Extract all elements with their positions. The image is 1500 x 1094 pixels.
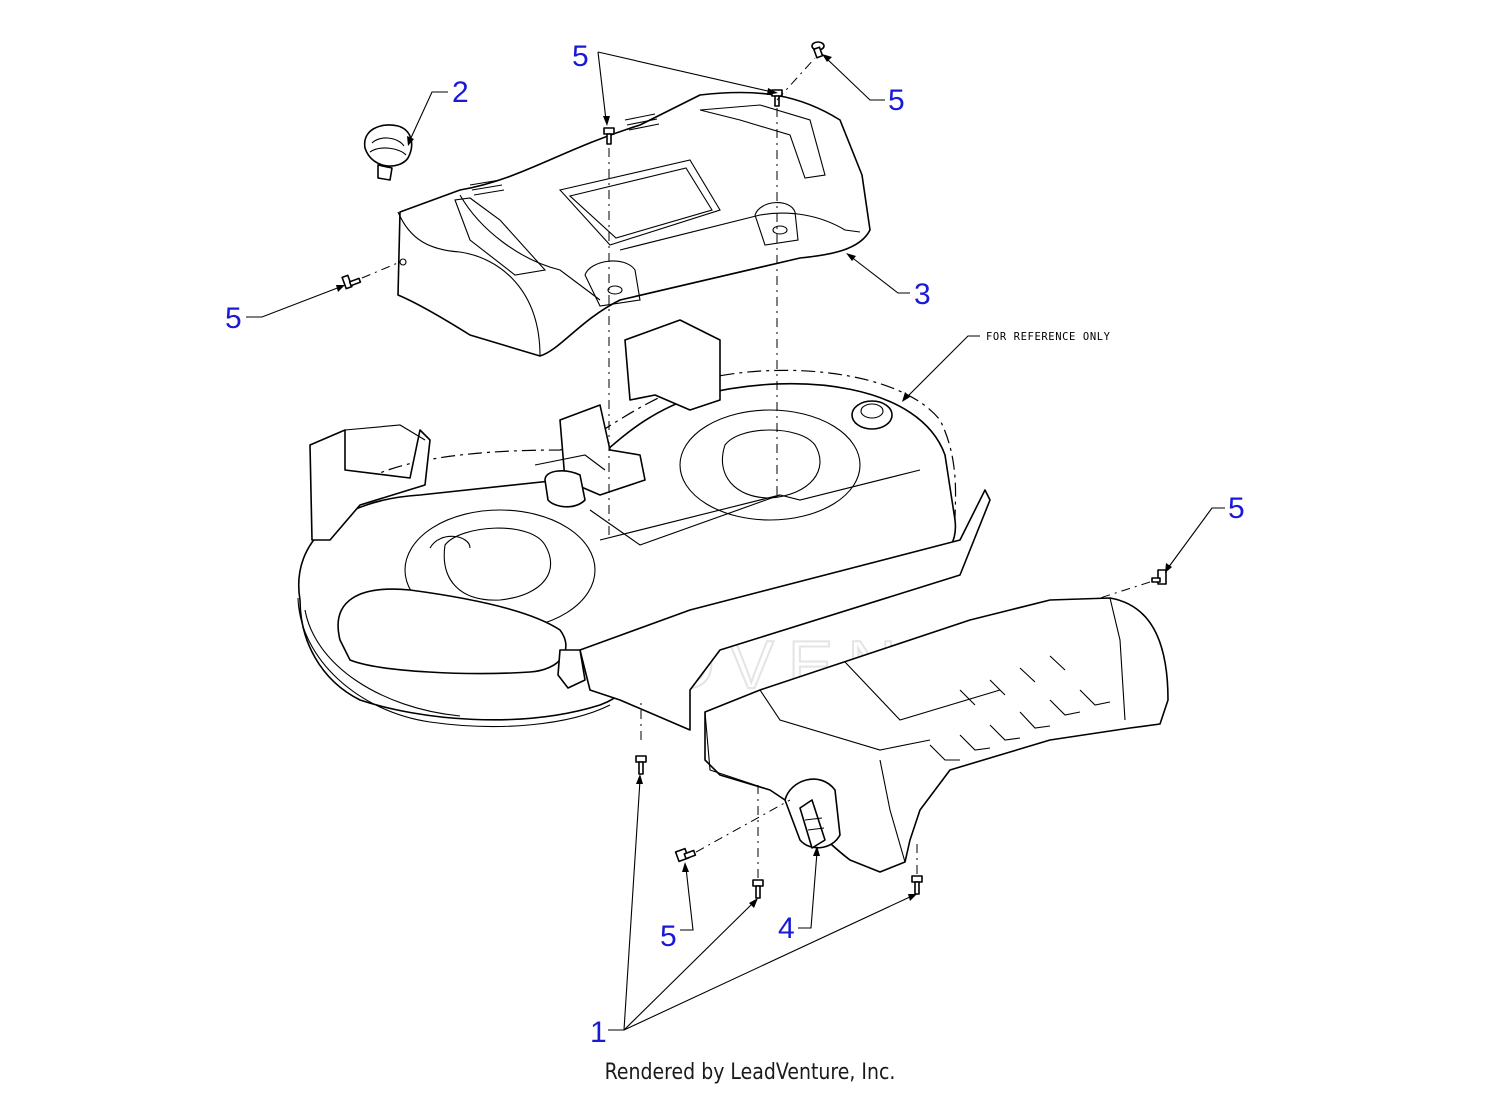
bolt-1-right bbox=[911, 875, 923, 895]
callout-5-top-right: 5 bbox=[888, 84, 905, 117]
bolt-top-right bbox=[811, 41, 825, 59]
discharge-chute bbox=[704, 597, 1169, 873]
callout-numbers: 2 5 5 3 5 5 5 4 1 FOR REFERENCE ONLY bbox=[225, 40, 1245, 1049]
callout-5-left: 5 bbox=[225, 302, 242, 335]
assembly-center-lines bbox=[361, 57, 1151, 878]
callout-5-right: 5 bbox=[1228, 492, 1245, 525]
callout-2: 2 bbox=[452, 76, 469, 109]
bolt-1-center bbox=[752, 879, 764, 899]
callout-5-top: 5 bbox=[572, 40, 589, 73]
callout-leaders bbox=[246, 51, 1225, 1031]
callout-1: 1 bbox=[590, 1016, 607, 1049]
bolt-1-left bbox=[635, 755, 647, 775]
rendered-by-footer: Rendered by LeadVenture, Inc. bbox=[604, 1060, 896, 1085]
callout-4: 4 bbox=[778, 912, 795, 945]
knob-part-2 bbox=[364, 124, 413, 181]
bolt-5-bottom-left bbox=[674, 847, 697, 863]
bolt-top-center bbox=[603, 127, 615, 145]
bolt-chute-right bbox=[1151, 569, 1167, 585]
callout-5-bottom: 5 bbox=[660, 920, 677, 953]
callout-3: 3 bbox=[914, 278, 931, 311]
bolt-cover-left bbox=[341, 274, 362, 290]
pulley-cover-part-3 bbox=[397, 91, 871, 357]
mower-deck-reference bbox=[297, 319, 991, 731]
reference-note: FOR REFERENCE ONLY bbox=[986, 331, 1111, 343]
